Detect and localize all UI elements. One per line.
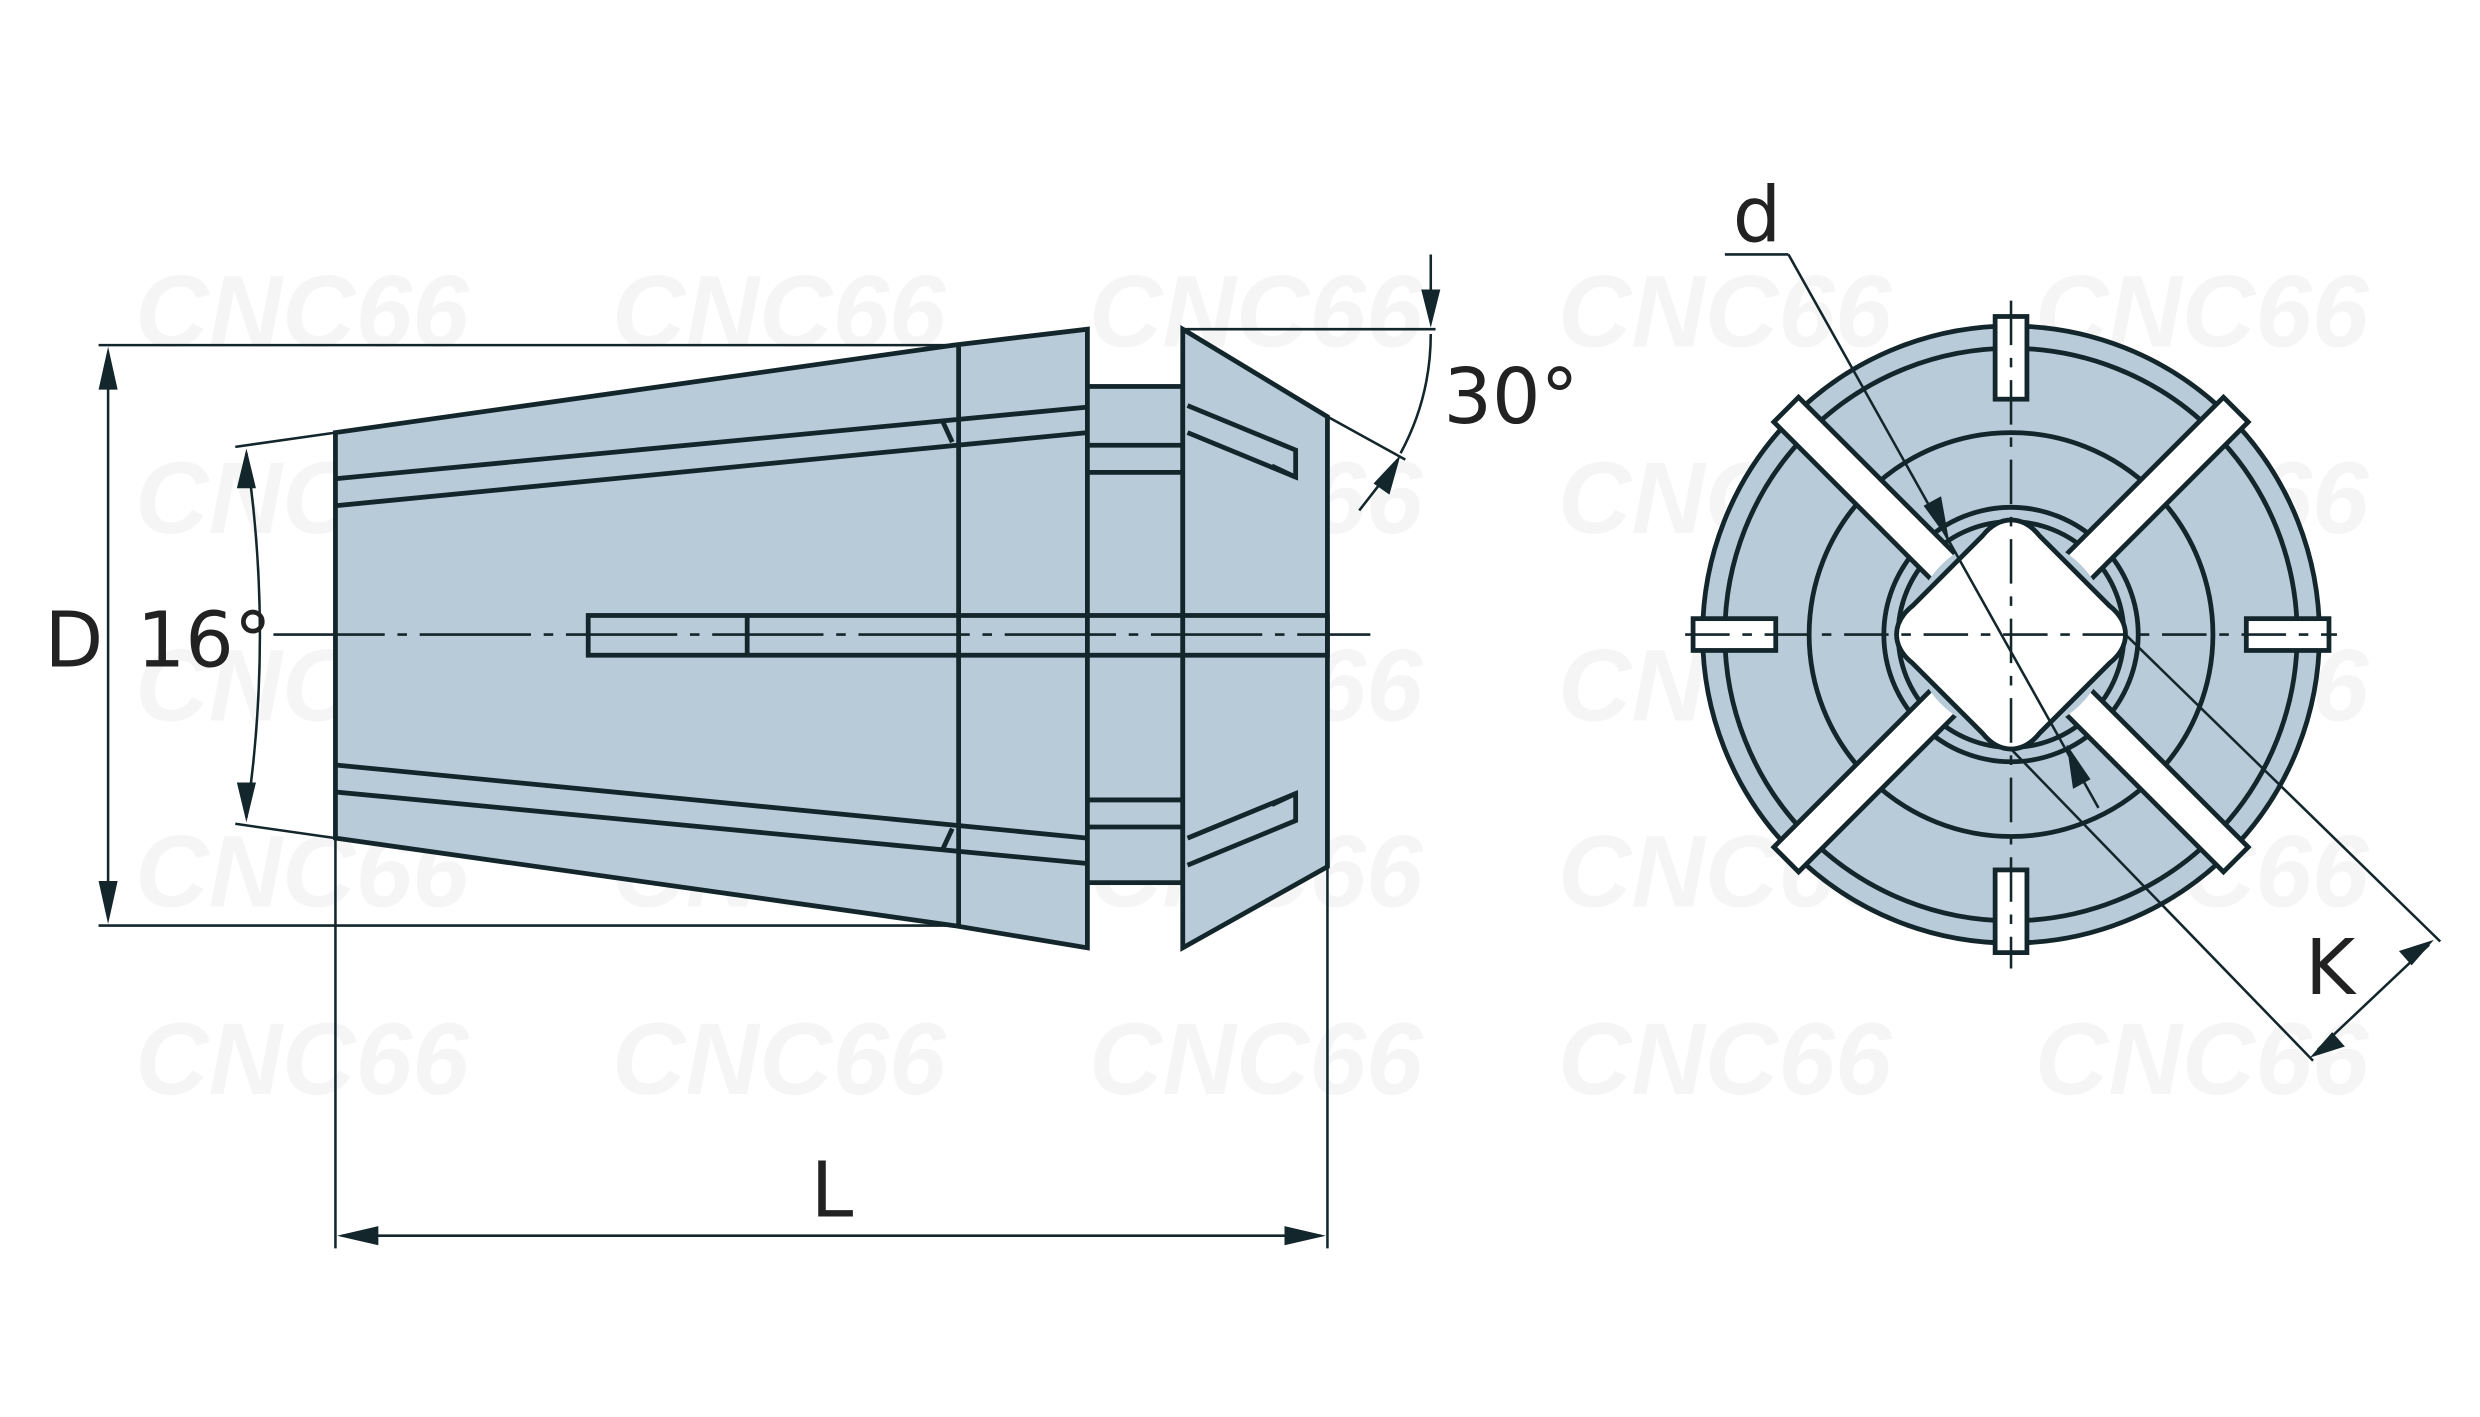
arrow-up-icon xyxy=(2066,744,2091,789)
collet-front-cone xyxy=(1180,324,1330,952)
arrow-down-icon xyxy=(236,782,256,823)
arrow-up-icon xyxy=(98,346,118,390)
arrow-down-icon xyxy=(1421,289,1441,328)
arrow-right-icon xyxy=(1284,1226,1326,1246)
cone-slot xyxy=(1186,790,1299,868)
angle-extension-line xyxy=(1326,415,1406,461)
watermark-text: CNC66 xyxy=(612,1002,947,1116)
arrow-down-icon xyxy=(2309,1032,2345,1058)
length-label: L xyxy=(811,1146,854,1235)
taper-slot-tick xyxy=(940,827,955,851)
taper-extension-line xyxy=(235,822,336,840)
side-view: D 16° L 30° xyxy=(45,254,1579,1249)
notch-mask xyxy=(2309,621,2323,648)
taper-slot-line xyxy=(335,404,1088,482)
taper-slot-line xyxy=(335,762,1088,841)
taper-slot-line xyxy=(335,789,1088,866)
cone-slot-line xyxy=(1270,791,1297,807)
bore-dimension: d xyxy=(1724,171,2100,809)
square-label: K xyxy=(2305,923,2357,1012)
taper-extension-line xyxy=(235,431,336,449)
diameter-label: D xyxy=(45,595,104,684)
front-angle-label: 30° xyxy=(1443,352,1578,441)
arrow-down-icon xyxy=(98,881,118,924)
square-dimension: K xyxy=(2010,633,2442,1062)
watermark-text: CNC66 xyxy=(1558,1002,1893,1116)
taper-angle-label: 16° xyxy=(137,595,272,684)
cone-slot-line xyxy=(1270,463,1297,480)
watermark-text: CNC66 xyxy=(1089,255,1424,369)
watermark-text: CNC66 xyxy=(135,1002,470,1116)
arrow-left-icon xyxy=(337,1226,379,1246)
watermark-text: CNC66 xyxy=(1089,1002,1424,1116)
front-angle-arc xyxy=(1399,333,1433,454)
taper-slot-tick xyxy=(940,420,955,444)
cone-slot xyxy=(1186,403,1299,481)
arrow-up-icon xyxy=(2398,939,2434,966)
watermark-text: CNC66 xyxy=(2035,1002,2370,1116)
arrow-down-icon xyxy=(1923,496,1950,541)
end-view xyxy=(1685,300,2337,969)
bore-label: d xyxy=(1733,171,1781,260)
arrow-up-icon xyxy=(236,448,256,489)
taper-slot-line xyxy=(335,430,1088,509)
taper-angle-arc xyxy=(245,453,262,818)
watermark-text: CNC66 xyxy=(135,255,470,369)
k-extension-line xyxy=(2124,633,2442,943)
arrow-up-icon xyxy=(1373,454,1401,495)
k-extension-line xyxy=(2010,748,2314,1062)
